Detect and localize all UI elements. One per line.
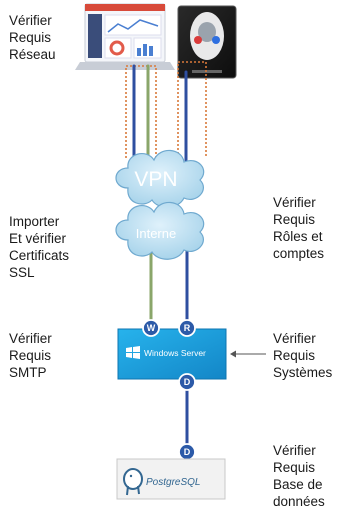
- node-w: W: [142, 319, 160, 337]
- node-d-top: D: [178, 373, 196, 391]
- left-arrow-icon: [230, 350, 266, 358]
- node-d-bottom-label: D: [184, 447, 191, 457]
- orange-dotted-connectors: [125, 61, 207, 158]
- postgres-box: PostgreSQL: [116, 458, 226, 500]
- internet-cloud: Interne: [115, 201, 205, 260]
- label-network: Vérifier Requis Réseau: [9, 13, 56, 62]
- internet-label: Interne: [136, 226, 176, 241]
- node-w-label: W: [147, 323, 156, 333]
- node-d-top-label: D: [184, 377, 191, 387]
- windows-server-label: Windows Server: [144, 348, 206, 358]
- label-smtp: Vérifier Requis SMTP: [9, 331, 52, 380]
- connection-lines: [132, 64, 189, 450]
- label-database: Vérifier Requis Base de données: [273, 443, 325, 509]
- tablet-icon: [177, 5, 237, 79]
- label-systems: Vérifier Requis Systèmes: [273, 331, 333, 380]
- node-d-bottom: D: [178, 443, 196, 461]
- elephant-icon: [123, 468, 143, 496]
- label-roles: Vérifier Requis Rôles et comptes: [273, 195, 325, 261]
- vpn-label: VPN: [134, 168, 177, 191]
- vpn-cloud: VPN: [115, 149, 205, 208]
- laptop-icon: [75, 3, 175, 70]
- node-r-label: R: [184, 323, 191, 333]
- node-r: R: [178, 319, 196, 337]
- windows-logo-icon: [126, 346, 140, 359]
- label-certificates: Importer Et vérifier Certificats SSL: [9, 214, 70, 280]
- windows-server-box: Windows Server: [117, 328, 227, 380]
- postgres-label: PostgreSQL: [146, 477, 200, 488]
